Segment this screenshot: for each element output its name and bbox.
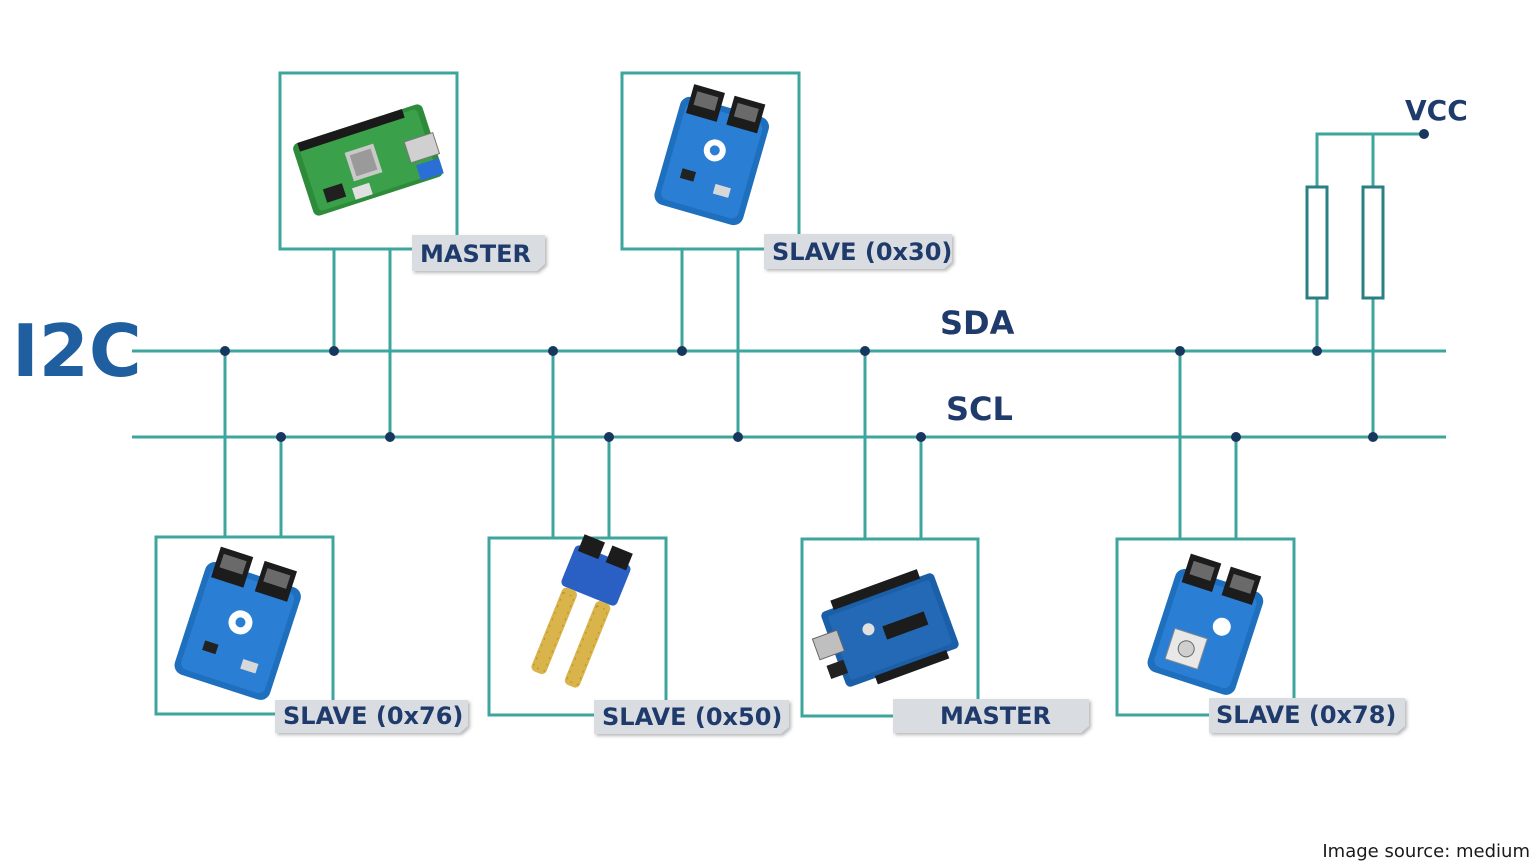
- raspberry-pi-board-icon: [293, 104, 444, 216]
- sda-label: SDA: [940, 304, 1015, 342]
- arduino-uno-board-icon: [811, 569, 959, 687]
- pressure-sensor-board-icon: [1147, 553, 1264, 695]
- device-tag: [412, 235, 545, 271]
- sensor-module-board-icon: [654, 84, 770, 226]
- device-role-label: SLAVE (0x30): [772, 238, 952, 266]
- device-tag: [275, 700, 468, 733]
- device-slave-0x30: SLAVE (0x30): [620, 71, 952, 269]
- device-slave-0x76: SLAVE (0x76): [154, 535, 468, 733]
- pull-up-resistors: [1305, 129, 1429, 437]
- device-slave-0x50: SLAVE (0x50): [487, 534, 789, 734]
- sensor-module-board-icon: [174, 546, 301, 700]
- bus-title: I2C: [12, 309, 142, 393]
- device-role-label: MASTER: [420, 240, 531, 268]
- device-role-label: SLAVE (0x76): [283, 702, 463, 730]
- soil-moisture-sensor-icon: [531, 534, 633, 688]
- resistor-sda: [1305, 185, 1329, 300]
- image-source-caption: Image source: medium: [1322, 841, 1530, 862]
- device-role-label: SLAVE (0x50): [602, 703, 782, 731]
- device-slave-0x78: SLAVE (0x78): [1115, 537, 1405, 733]
- device-master-arduino-uno: MASTER: [800, 537, 1089, 733]
- device-tag: [893, 699, 1089, 733]
- device-tag: [1209, 698, 1405, 733]
- scl-label: SCL: [946, 390, 1013, 428]
- vcc-terminal: [1419, 129, 1429, 139]
- device-master-raspberry-pi: MASTER: [278, 71, 545, 271]
- device-tag: [764, 234, 952, 269]
- device-wires: [223, 249, 1238, 539]
- vcc-label: VCC: [1405, 94, 1468, 127]
- device-role-label: SLAVE (0x78): [1216, 701, 1396, 729]
- device-tag: [594, 700, 789, 734]
- device-role-label: MASTER: [940, 702, 1051, 730]
- bus-lines: [132, 349, 1446, 439]
- junctions: [220, 346, 1378, 442]
- resistor-scl: [1361, 185, 1385, 300]
